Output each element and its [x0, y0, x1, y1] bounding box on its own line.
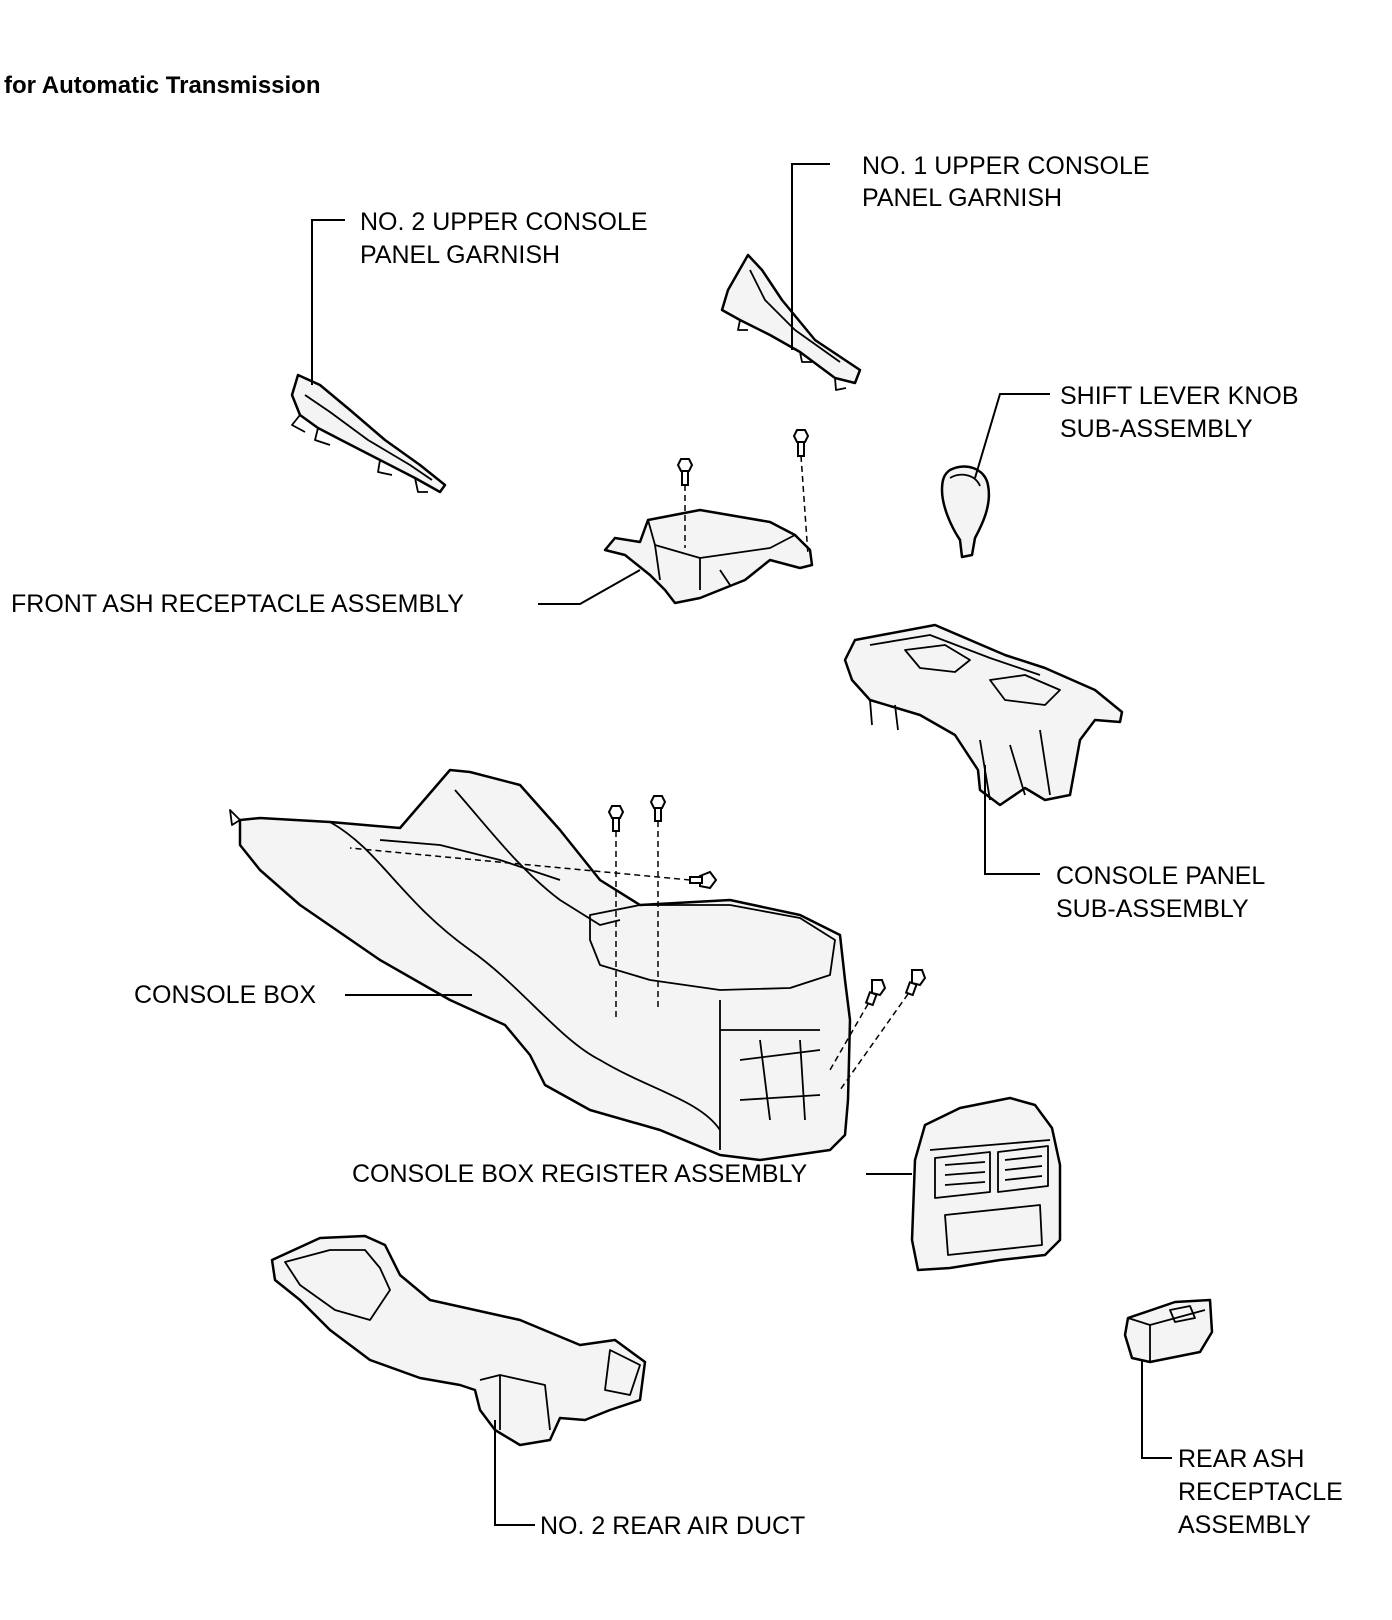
shift-lever-knob: [940, 465, 991, 559]
shift-knob-label-line2: SUB-ASSEMBLY: [1060, 415, 1253, 443]
front-ash-leader: [538, 569, 641, 605]
console-box: [229, 768, 852, 1162]
rear-ash-receptacle-assembly: [1123, 1298, 1214, 1364]
console-box-screw-3-line: [349, 847, 691, 881]
front-ash-label: FRONT ASH RECEPTACLE ASSEMBLY: [11, 590, 464, 618]
no2-rear-air-duct: [270, 1234, 647, 1447]
shift-knob-leader: [974, 393, 1050, 479]
register-label: CONSOLE BOX REGISTER ASSEMBLY: [352, 1160, 808, 1188]
diagram-title: for Automatic Transmission: [4, 72, 321, 99]
console-panel-label-line2: SUB-ASSEMBLY: [1056, 895, 1249, 923]
no2-garnish-label-line1: NO. 2 UPPER CONSOLE: [360, 208, 648, 236]
no1-garnish-leader: [791, 163, 830, 350]
console-box-screw-4: [864, 979, 887, 1007]
rear-duct-label: NO. 2 REAR AIR DUCT: [540, 1512, 805, 1540]
rear-ash-label-line1: REAR ASH: [1178, 1445, 1304, 1473]
console-box-screw-2: [649, 795, 667, 822]
console-panel-label-line1: CONSOLE PANEL: [1056, 862, 1265, 890]
front-ash-receptacle: [603, 508, 814, 605]
front-ash-bolt-1: [676, 458, 694, 486]
rear-ash-label-line3: ASSEMBLY: [1178, 1511, 1311, 1539]
console-panel-sub-assembly: [843, 623, 1124, 807]
no2-garnish-label-line2: PANEL GARNISH: [360, 241, 560, 269]
shift-knob-label-line1: SHIFT LEVER KNOB: [1060, 382, 1299, 410]
console-box-register-assembly: [910, 1096, 1062, 1272]
front-ash-bolt-2-line: [800, 455, 809, 556]
rear-duct-leader: [494, 1420, 535, 1526]
no1-garnish-label-line2: PANEL GARNISH: [862, 184, 1062, 212]
console-box-screw-1: [607, 805, 625, 832]
rear-ash-label-line2: RECEPTACLE: [1178, 1478, 1343, 1506]
console-panel-leader: [984, 765, 1040, 875]
rear-ash-leader: [1141, 1360, 1172, 1459]
console-box-label: CONSOLE BOX: [134, 981, 316, 1009]
no2-upper-console-panel-garnish: [290, 373, 447, 494]
console-box-screw-5: [904, 969, 927, 997]
console-box-screw-3: [689, 870, 718, 890]
console-box-screw-4-line: [829, 1003, 869, 1071]
front-ash-bolt-2: [792, 429, 810, 457]
no2-garnish-leader: [311, 219, 345, 385]
no1-garnish-label-line1: NO. 1 UPPER CONSOLE: [862, 152, 1150, 180]
